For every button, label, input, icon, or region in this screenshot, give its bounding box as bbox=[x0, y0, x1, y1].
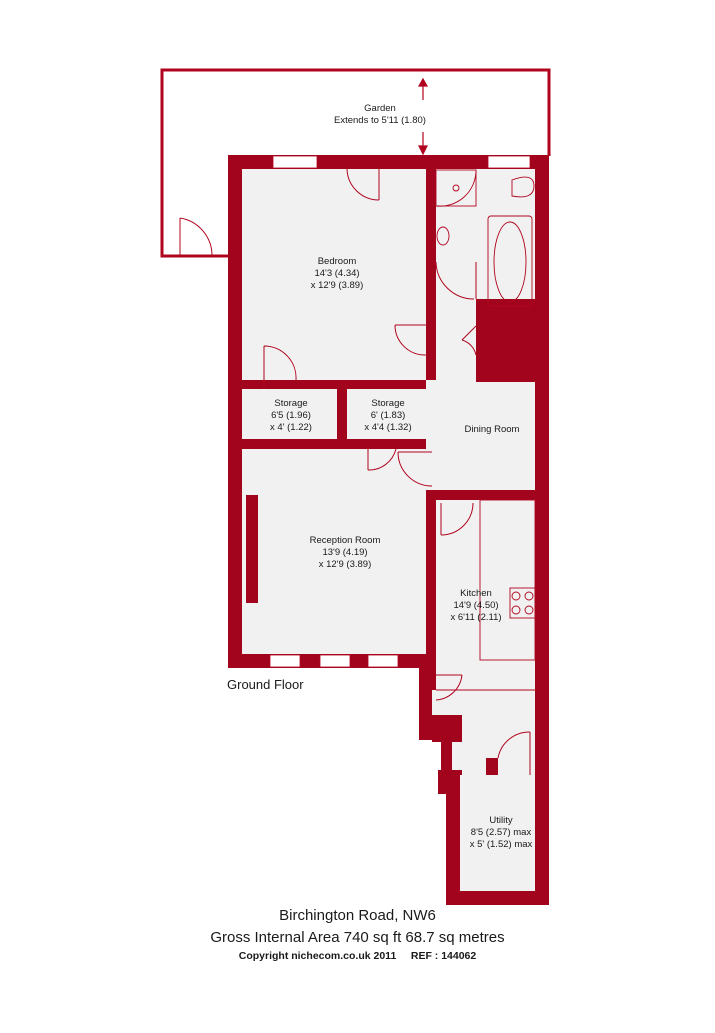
kitchen-door bbox=[440, 502, 474, 536]
storage-1-dimension-1: 6'5 (1.96) bbox=[271, 410, 311, 421]
corridor-floor-2 bbox=[462, 715, 535, 775]
inner-walls bbox=[246, 320, 535, 775]
kitchen-dimension-2: x 6'11 (2.11) bbox=[450, 612, 502, 623]
basin-icon bbox=[436, 226, 450, 246]
dining-label: Dining Room bbox=[440, 424, 544, 436]
copyright-ref: Copyright nichecom.co.uk 2011 REF : 1440… bbox=[238, 950, 477, 962]
bedroom-door bbox=[346, 168, 380, 201]
storage-1-dimension-2: x 4' (1.22) bbox=[270, 422, 312, 433]
shower-tray bbox=[435, 169, 477, 207]
storage-2-name: Storage bbox=[371, 398, 405, 409]
garden-arrow bbox=[417, 77, 429, 156]
utility-name: Utility bbox=[489, 815, 513, 826]
dining-name: Dining Room bbox=[464, 424, 520, 435]
bedroom-dimension-2: x 12'9 (3.89) bbox=[310, 280, 364, 291]
floor-label: Ground Floor bbox=[227, 677, 304, 692]
gross-area: Gross Internal Area 740 sq ft 68.7 sq me… bbox=[210, 929, 505, 946]
garden-name: Garden bbox=[364, 103, 396, 114]
doors bbox=[263, 168, 531, 775]
garden-label: Garden Extends to 5'11 (1.80) bbox=[290, 103, 470, 127]
storage-2-floor bbox=[347, 389, 426, 439]
windows bbox=[269, 155, 531, 668]
bedroom-name: Bedroom bbox=[317, 256, 357, 267]
garden-door bbox=[179, 217, 213, 257]
storage1-door bbox=[263, 345, 297, 389]
utility-dimension-1: 8'5 (2.57) max bbox=[470, 827, 532, 838]
storage-1-name: Storage bbox=[274, 398, 308, 409]
reception-label: Reception Room 13'9 (4.19) x 12'9 (3.89) bbox=[260, 535, 430, 571]
fixtures bbox=[435, 169, 536, 691]
cupboard-door bbox=[461, 325, 477, 356]
bedroom-dimension-1: 14'3 (4.34) bbox=[314, 268, 360, 279]
utility-dimension-2: x 5' (1.52) max bbox=[469, 839, 533, 850]
kitchen-floor bbox=[436, 500, 535, 690]
storage-2-label: Storage 6' (1.83) x 4'4 (1.32) bbox=[348, 398, 428, 434]
bathroom-floor bbox=[436, 169, 535, 299]
kitchen-counter bbox=[479, 499, 536, 661]
bedroom-hall-door bbox=[394, 324, 427, 356]
garden-outline bbox=[160, 68, 551, 258]
storage-2-dimension-2: x 4'4 (1.32) bbox=[364, 422, 412, 433]
corridor-floor bbox=[432, 690, 535, 715]
bedroom-label: Bedroom 14'3 (4.34) x 12'9 (3.89) bbox=[262, 256, 412, 292]
storage-2-dimension-1: 6' (1.83) bbox=[370, 410, 406, 421]
bathroom-door bbox=[435, 261, 477, 300]
reception-name: Reception Room bbox=[309, 535, 381, 546]
kitchen-label: Kitchen 14'9 (4.50) x 6'11 (2.11) bbox=[430, 588, 522, 624]
reception-door bbox=[397, 451, 433, 487]
utility-door bbox=[497, 731, 531, 775]
wc-icon bbox=[511, 176, 535, 198]
storage-1-floor bbox=[242, 389, 337, 439]
reception-dimension-2: x 12'9 (3.89) bbox=[318, 559, 372, 570]
hob-icon bbox=[509, 587, 536, 619]
bedroom-floor bbox=[242, 169, 426, 380]
reception-floor bbox=[242, 449, 426, 654]
kitchen-name: Kitchen bbox=[460, 588, 492, 599]
corridor-door bbox=[435, 674, 463, 701]
property-title: Birchington Road, NW6 bbox=[279, 907, 436, 924]
dining-floor bbox=[426, 380, 535, 490]
utility-label: Utility 8'5 (2.57) max x 5' (1.52) max bbox=[460, 815, 542, 851]
utility-floor bbox=[460, 775, 535, 891]
wc-floor bbox=[452, 742, 466, 770]
storage-1-label: Storage 6'5 (1.96) x 4' (1.22) bbox=[246, 398, 336, 434]
floor-areas bbox=[242, 169, 535, 891]
garden-dimension: Extends to 5'11 (1.80) bbox=[334, 115, 426, 126]
storage2-door bbox=[367, 445, 397, 471]
reception-dimension-1: 13'9 (4.19) bbox=[322, 547, 368, 558]
kitchen-dimension-1: 14'9 (4.50) bbox=[453, 600, 499, 611]
bath-icon bbox=[487, 215, 533, 307]
